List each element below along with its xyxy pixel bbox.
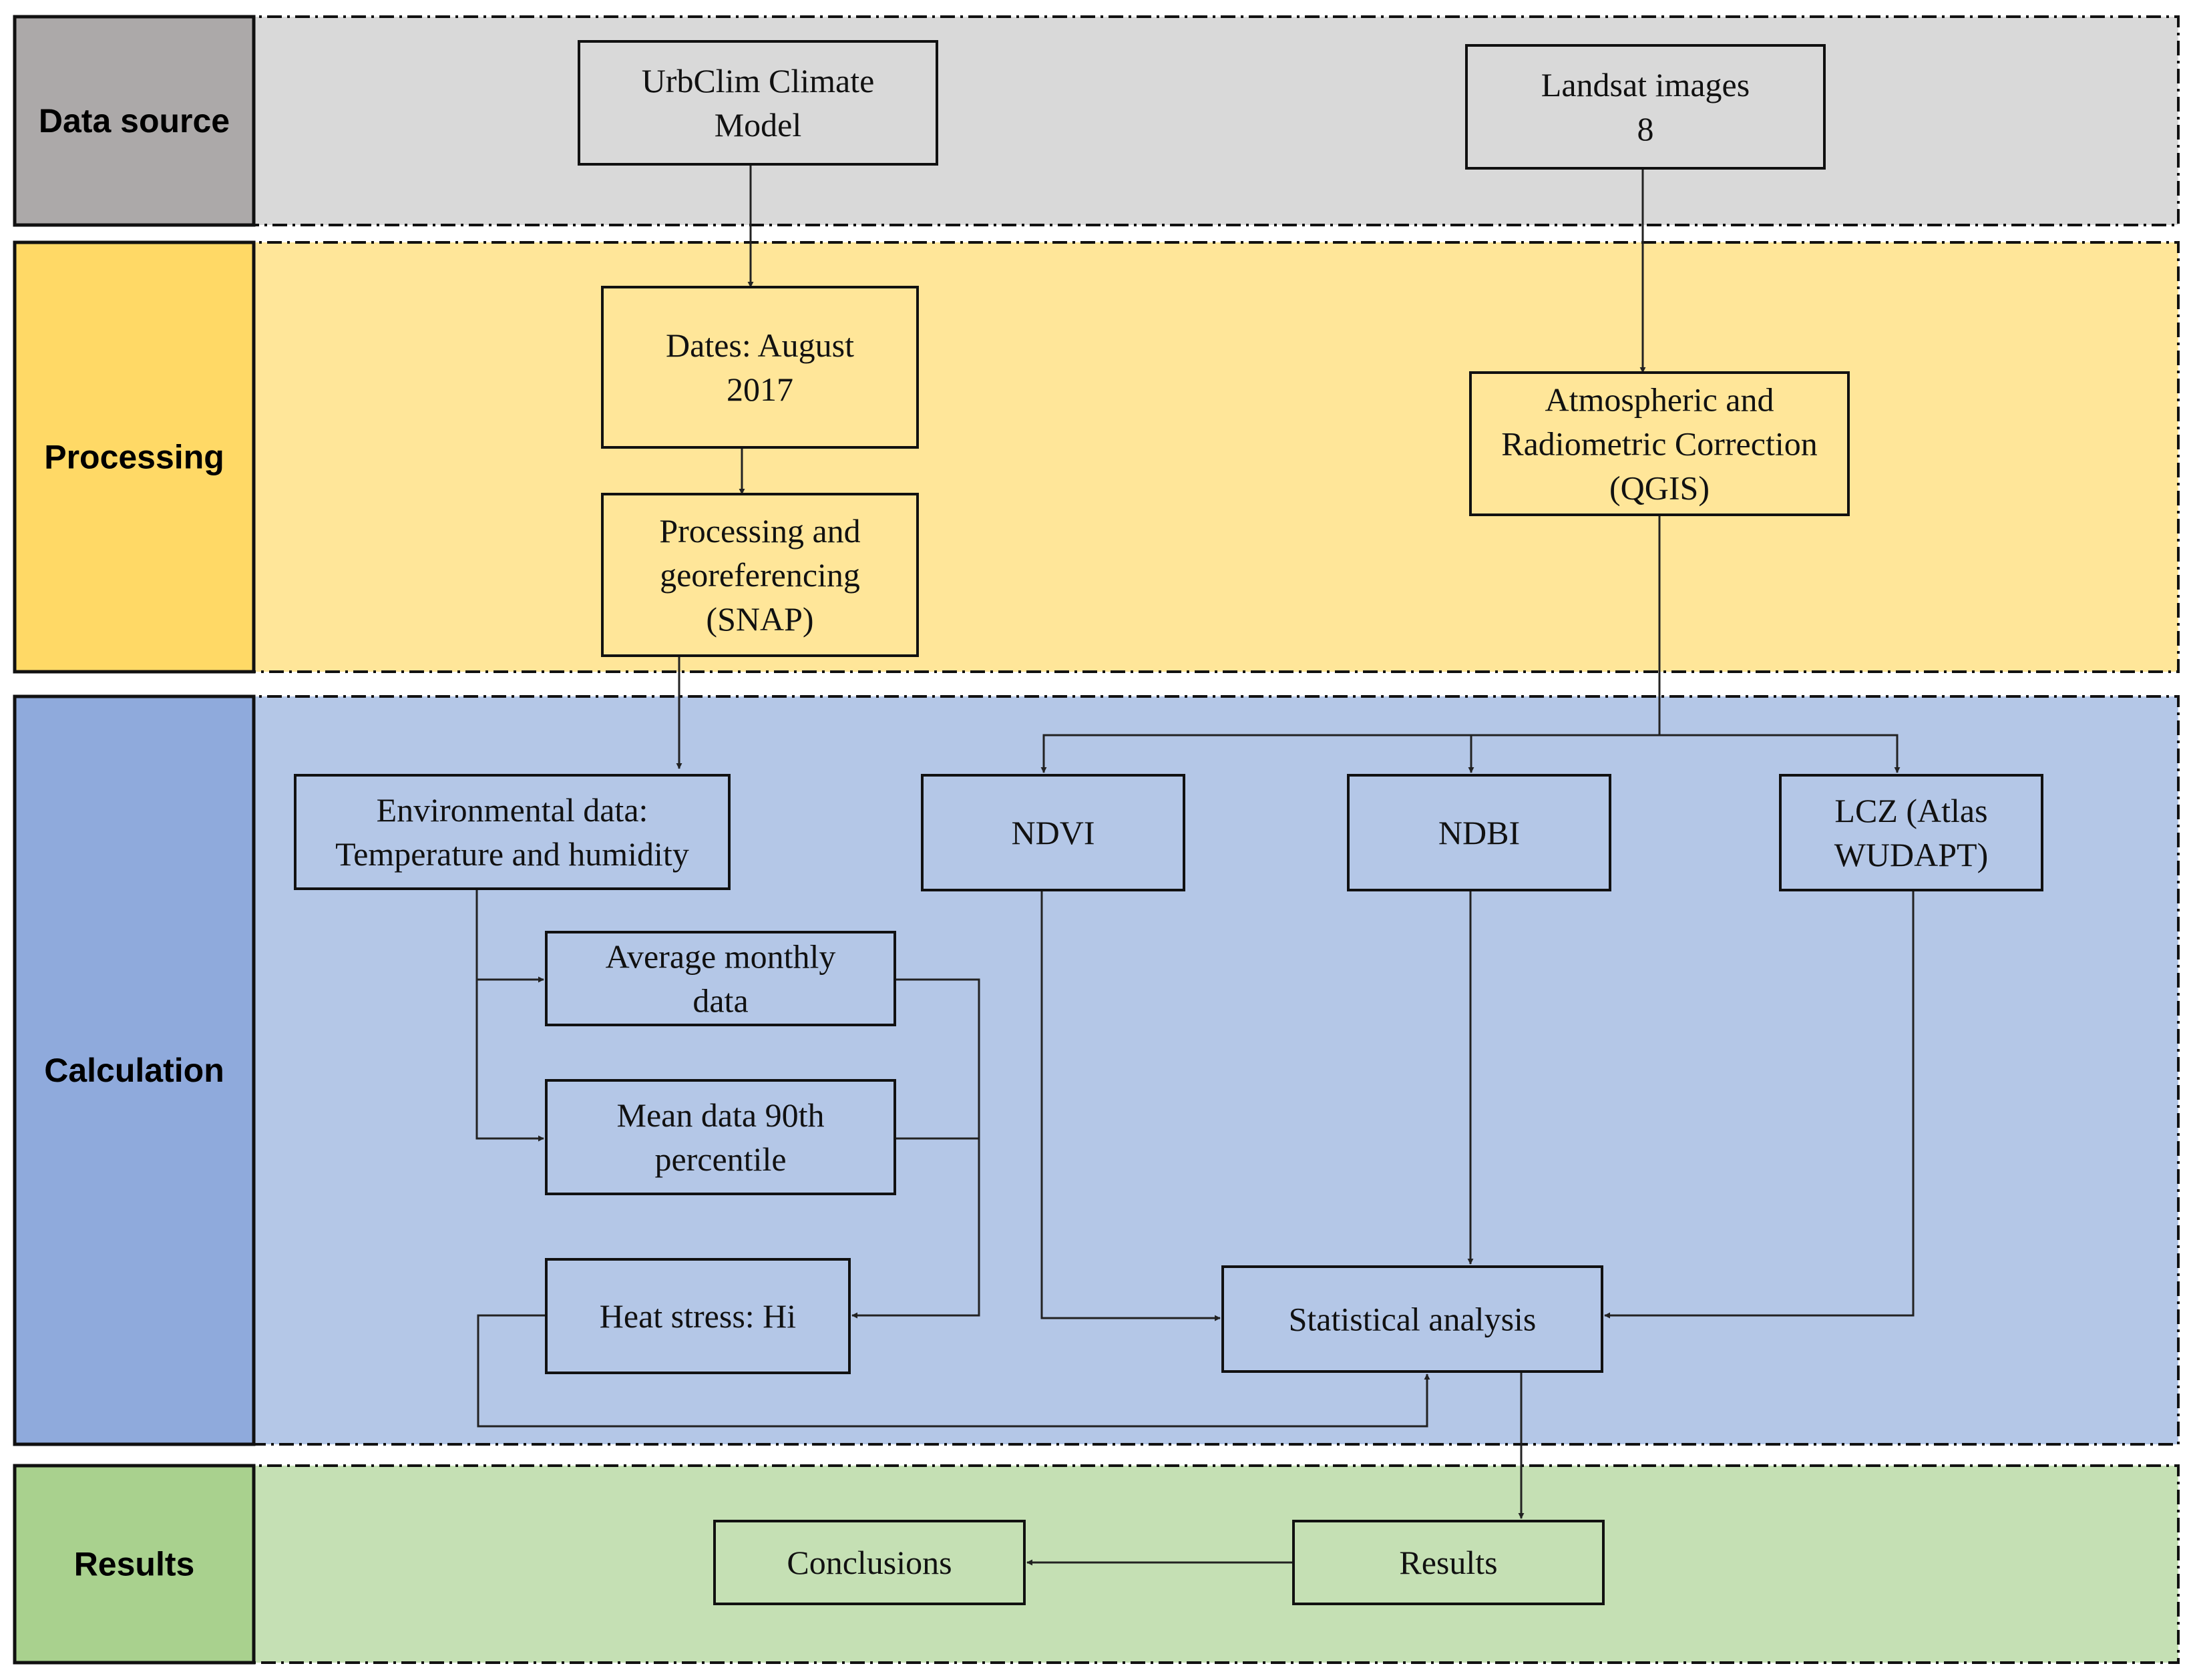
- edge-ndvi-to-statistical: [1040, 890, 1221, 1321]
- node-snap-line-2: georeferencing: [660, 556, 860, 594]
- node-landsat: Landsat images 8: [1465, 44, 1826, 170]
- edge-environmental-to-mean90: [475, 980, 544, 1142]
- node-snap-box: [601, 493, 919, 657]
- node-statistical-box: [1221, 1265, 1603, 1373]
- node-atmospheric-line-3: (QGIS): [1609, 469, 1710, 507]
- node-atmospheric-line-1: Atmospheric and: [1545, 381, 1774, 419]
- node-dates-line-1: Dates: August: [666, 327, 854, 364]
- node-environmental-line-2: Temperature and humidity: [335, 835, 689, 873]
- band-data-source-label: Data source: [39, 102, 230, 140]
- node-statistical-line-1: Statistical analysis: [1289, 1301, 1537, 1338]
- node-ndbi-box: [1347, 774, 1611, 891]
- node-dates-box: [601, 286, 919, 449]
- node-average: Average monthly data: [545, 931, 896, 1026]
- edge-average-to-heat: [851, 978, 980, 1319]
- node-conclusions: Conclusions: [713, 1520, 1026, 1605]
- node-average-box: [545, 931, 896, 1026]
- edge-lcz-to-statistical: [1604, 890, 1915, 1319]
- node-mean90-line-1: Mean data 90th: [616, 1096, 824, 1134]
- node-environmental-line-1: Environmental data:: [377, 791, 648, 829]
- node-snap: Processing and georeferencing (SNAP): [601, 493, 919, 657]
- edges-layer: [475, 164, 1915, 1566]
- band-data-source: Data source: [13, 15, 2180, 227]
- node-ndbi-line-1: NDBI: [1438, 814, 1520, 851]
- node-mean90-box: [545, 1079, 896, 1195]
- node-results-box: [1292, 1520, 1605, 1605]
- node-dates: Dates: August 2017: [601, 286, 919, 449]
- node-lcz-line-2: WUDAPT): [1834, 836, 1989, 873]
- node-dates-line-2: 2017: [727, 371, 793, 408]
- node-conclusions-box: [713, 1520, 1026, 1605]
- band-results-header: [13, 1464, 256, 1665]
- band-data-source-area: [13, 15, 2180, 226]
- node-urbclim-box: [578, 40, 938, 166]
- edge-atmospheric-to-ndvi: [1040, 515, 1661, 773]
- node-ndbi: NDBI: [1347, 774, 1611, 891]
- band-processing-label: Processing: [44, 439, 224, 476]
- node-average-line-1: Average monthly: [606, 938, 836, 976]
- node-average-line-2: data: [692, 982, 748, 1020]
- node-ndvi-box: [921, 774, 1185, 891]
- node-heat: Heat stress: Hi: [545, 1258, 851, 1374]
- node-environmental-box: [294, 774, 731, 890]
- node-environmental: Environmental data: Temperature and humid…: [294, 774, 731, 890]
- node-statistical: Statistical analysis: [1221, 1265, 1603, 1373]
- node-results-line-1: Results: [1399, 1544, 1497, 1581]
- node-urbclim-line-2: Model: [715, 106, 802, 144]
- node-heat-box: [545, 1258, 851, 1374]
- node-landsat-line-1: Landsat images: [1541, 66, 1750, 103]
- band-results-label: Results: [74, 1546, 195, 1583]
- node-snap-line-3: (SNAP): [706, 600, 813, 638]
- band-processing-area: [13, 241, 2180, 673]
- node-urbclim-line-1: UrbClim Climate: [642, 62, 875, 99]
- band-processing-header: [13, 240, 256, 674]
- node-mean90: Mean data 90th percentile: [545, 1079, 896, 1195]
- band-data-source-header: [13, 15, 256, 227]
- node-results: Results: [1292, 1520, 1605, 1605]
- edge-atmospheric-to-ndbi: [1468, 734, 1659, 773]
- band-calculation-label: Calculation: [44, 1052, 224, 1089]
- node-mean90-line-2: percentile: [654, 1140, 786, 1178]
- node-atmospheric-box: [1469, 371, 1850, 516]
- band-calculation-header: [13, 694, 256, 1446]
- node-landsat-line-2: 8: [1637, 110, 1654, 148]
- node-lcz-box: [1779, 774, 2043, 891]
- band-processing: Processing: [13, 240, 2180, 674]
- node-heat-line-1: Heat stress: Hi: [600, 1297, 796, 1335]
- node-conclusions-line-1: Conclusions: [787, 1544, 952, 1581]
- node-snap-line-1: Processing and: [659, 512, 860, 550]
- band-results-area: [13, 1464, 2180, 1664]
- node-landsat-box: [1465, 44, 1826, 170]
- band-results: Results: [13, 1464, 2180, 1665]
- node-lcz-line-1: LCZ (Atlas: [1834, 792, 1987, 829]
- node-atmospheric-line-2: Radiometric Correction: [1501, 425, 1817, 463]
- node-ndvi-line-1: NDVI: [1012, 814, 1095, 851]
- edge-atmospheric-to-lcz: [1659, 734, 1901, 773]
- node-ndvi: NDVI: [921, 774, 1185, 891]
- edge-heat-to-statistical: [477, 1314, 1430, 1428]
